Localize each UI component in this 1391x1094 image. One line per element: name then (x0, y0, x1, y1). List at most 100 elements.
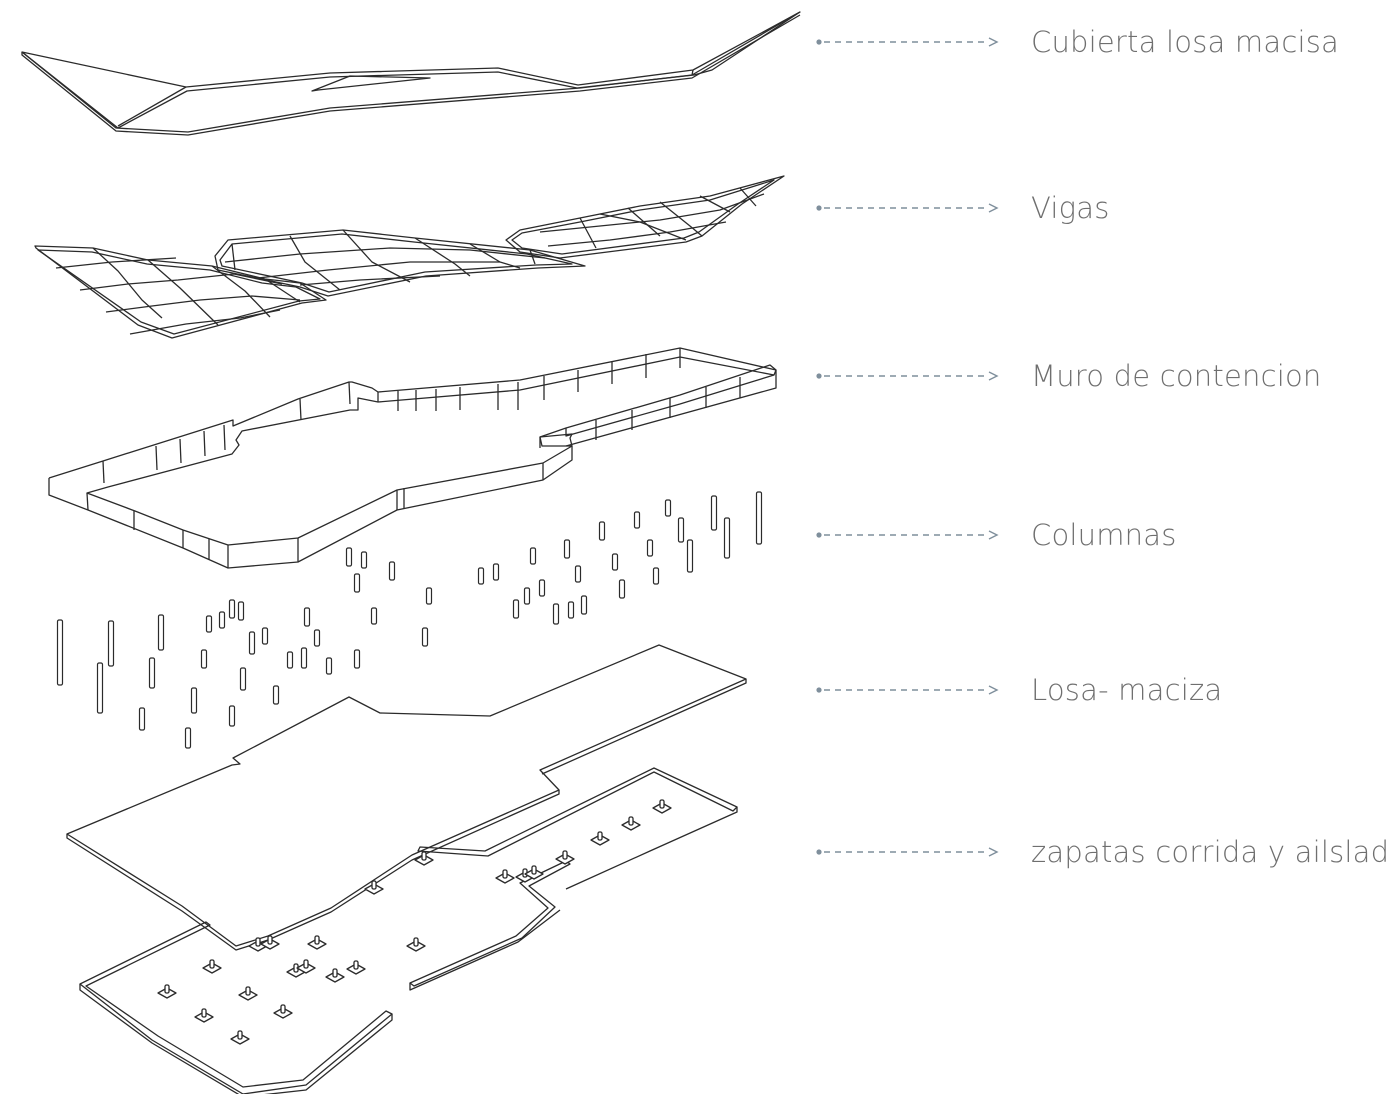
column (353, 649, 361, 669)
isolated-footing (307, 935, 327, 950)
column (138, 707, 146, 731)
column (618, 579, 626, 599)
column (388, 561, 396, 581)
isolated-footing (555, 850, 575, 865)
column (425, 587, 433, 605)
column (598, 521, 606, 541)
column (567, 601, 575, 619)
column (646, 539, 654, 557)
column (239, 667, 247, 691)
column (248, 631, 256, 655)
column (477, 567, 485, 585)
dashed-arrow-icon (816, 685, 999, 695)
column (421, 627, 429, 647)
legend-label-wall: Muro de contencion (1031, 359, 1322, 393)
solid-slab-layer (66, 644, 747, 951)
column (677, 517, 685, 543)
column (300, 647, 308, 669)
column (563, 539, 571, 559)
legend-item-roof: Cubierta losa macisa (815, 22, 1339, 62)
roof-slab-layer (21, 11, 801, 136)
column (228, 599, 236, 619)
isolated-footing (230, 1030, 250, 1045)
legend-label-roof: Cubierta losa macisa (1031, 25, 1340, 59)
column (56, 619, 64, 686)
isolated-footing (260, 935, 280, 950)
dashed-arrow-icon (816, 37, 999, 47)
column (200, 649, 208, 669)
isolated-footings (157, 799, 672, 1045)
dashed-arrow-icon (816, 530, 999, 540)
column (710, 495, 718, 531)
column (538, 579, 546, 597)
dashed-arrow-icon (816, 203, 999, 213)
beams-layer (34, 175, 785, 339)
column (218, 611, 226, 629)
column (205, 615, 213, 633)
isolated-footing (202, 959, 222, 974)
column (313, 629, 321, 647)
column (686, 539, 694, 573)
dashed-arrow-icon (816, 371, 999, 381)
isolated-footing (238, 986, 258, 1001)
isolated-footing (652, 799, 672, 814)
footings-layer (79, 767, 738, 1094)
legend-label-columns: Columnas (1031, 518, 1177, 552)
column (529, 547, 537, 565)
column (370, 607, 378, 625)
isolated-footing (325, 968, 345, 983)
column (107, 620, 115, 667)
columns-layer (56, 491, 763, 749)
column (580, 595, 588, 615)
column (261, 627, 269, 645)
isolated-footing (524, 865, 544, 880)
column (611, 553, 619, 571)
isolated-footing (194, 1008, 214, 1023)
column (190, 687, 198, 714)
column (286, 651, 294, 669)
legend-label-beams: Vigas (1031, 191, 1110, 225)
isolated-footing (495, 869, 515, 884)
isolated-footing (296, 959, 316, 974)
column (345, 547, 353, 567)
column (96, 662, 104, 714)
retaining-wall-layer (48, 347, 777, 569)
column (652, 567, 660, 585)
column (755, 491, 763, 545)
legend-item-beams: Vigas (815, 188, 1110, 228)
legend-item-columns: Columnas (815, 515, 1177, 555)
column (237, 601, 245, 621)
legend-item-slab: Losa- maciza (815, 670, 1222, 710)
isolated-footing (273, 1004, 293, 1019)
legend-item-footings: zapatas corrida y ailslada (815, 832, 1391, 872)
column (148, 657, 156, 689)
isolated-footing (590, 831, 610, 846)
legend-item-wall: Muro de contencion (815, 356, 1322, 396)
legend-label-footings: zapatas corrida y ailslada (1031, 835, 1391, 869)
column (664, 499, 672, 517)
column (492, 563, 500, 581)
column (303, 607, 311, 627)
column (633, 511, 641, 529)
column (723, 517, 731, 559)
column (523, 587, 531, 605)
column (552, 603, 560, 625)
isolated-footing (157, 984, 177, 999)
isolated-footing (364, 880, 384, 895)
column (574, 565, 582, 583)
isolated-footing (621, 816, 641, 831)
column (228, 705, 236, 727)
dashed-arrow-icon (816, 847, 999, 857)
isolated-footing (414, 851, 434, 866)
column (184, 727, 192, 749)
column (360, 551, 368, 569)
column (157, 614, 165, 651)
column (353, 573, 361, 593)
column (272, 685, 280, 705)
isolated-footing (406, 937, 426, 952)
column (325, 657, 333, 675)
legend-label-slab: Losa- maciza (1031, 673, 1223, 707)
column (512, 599, 520, 619)
